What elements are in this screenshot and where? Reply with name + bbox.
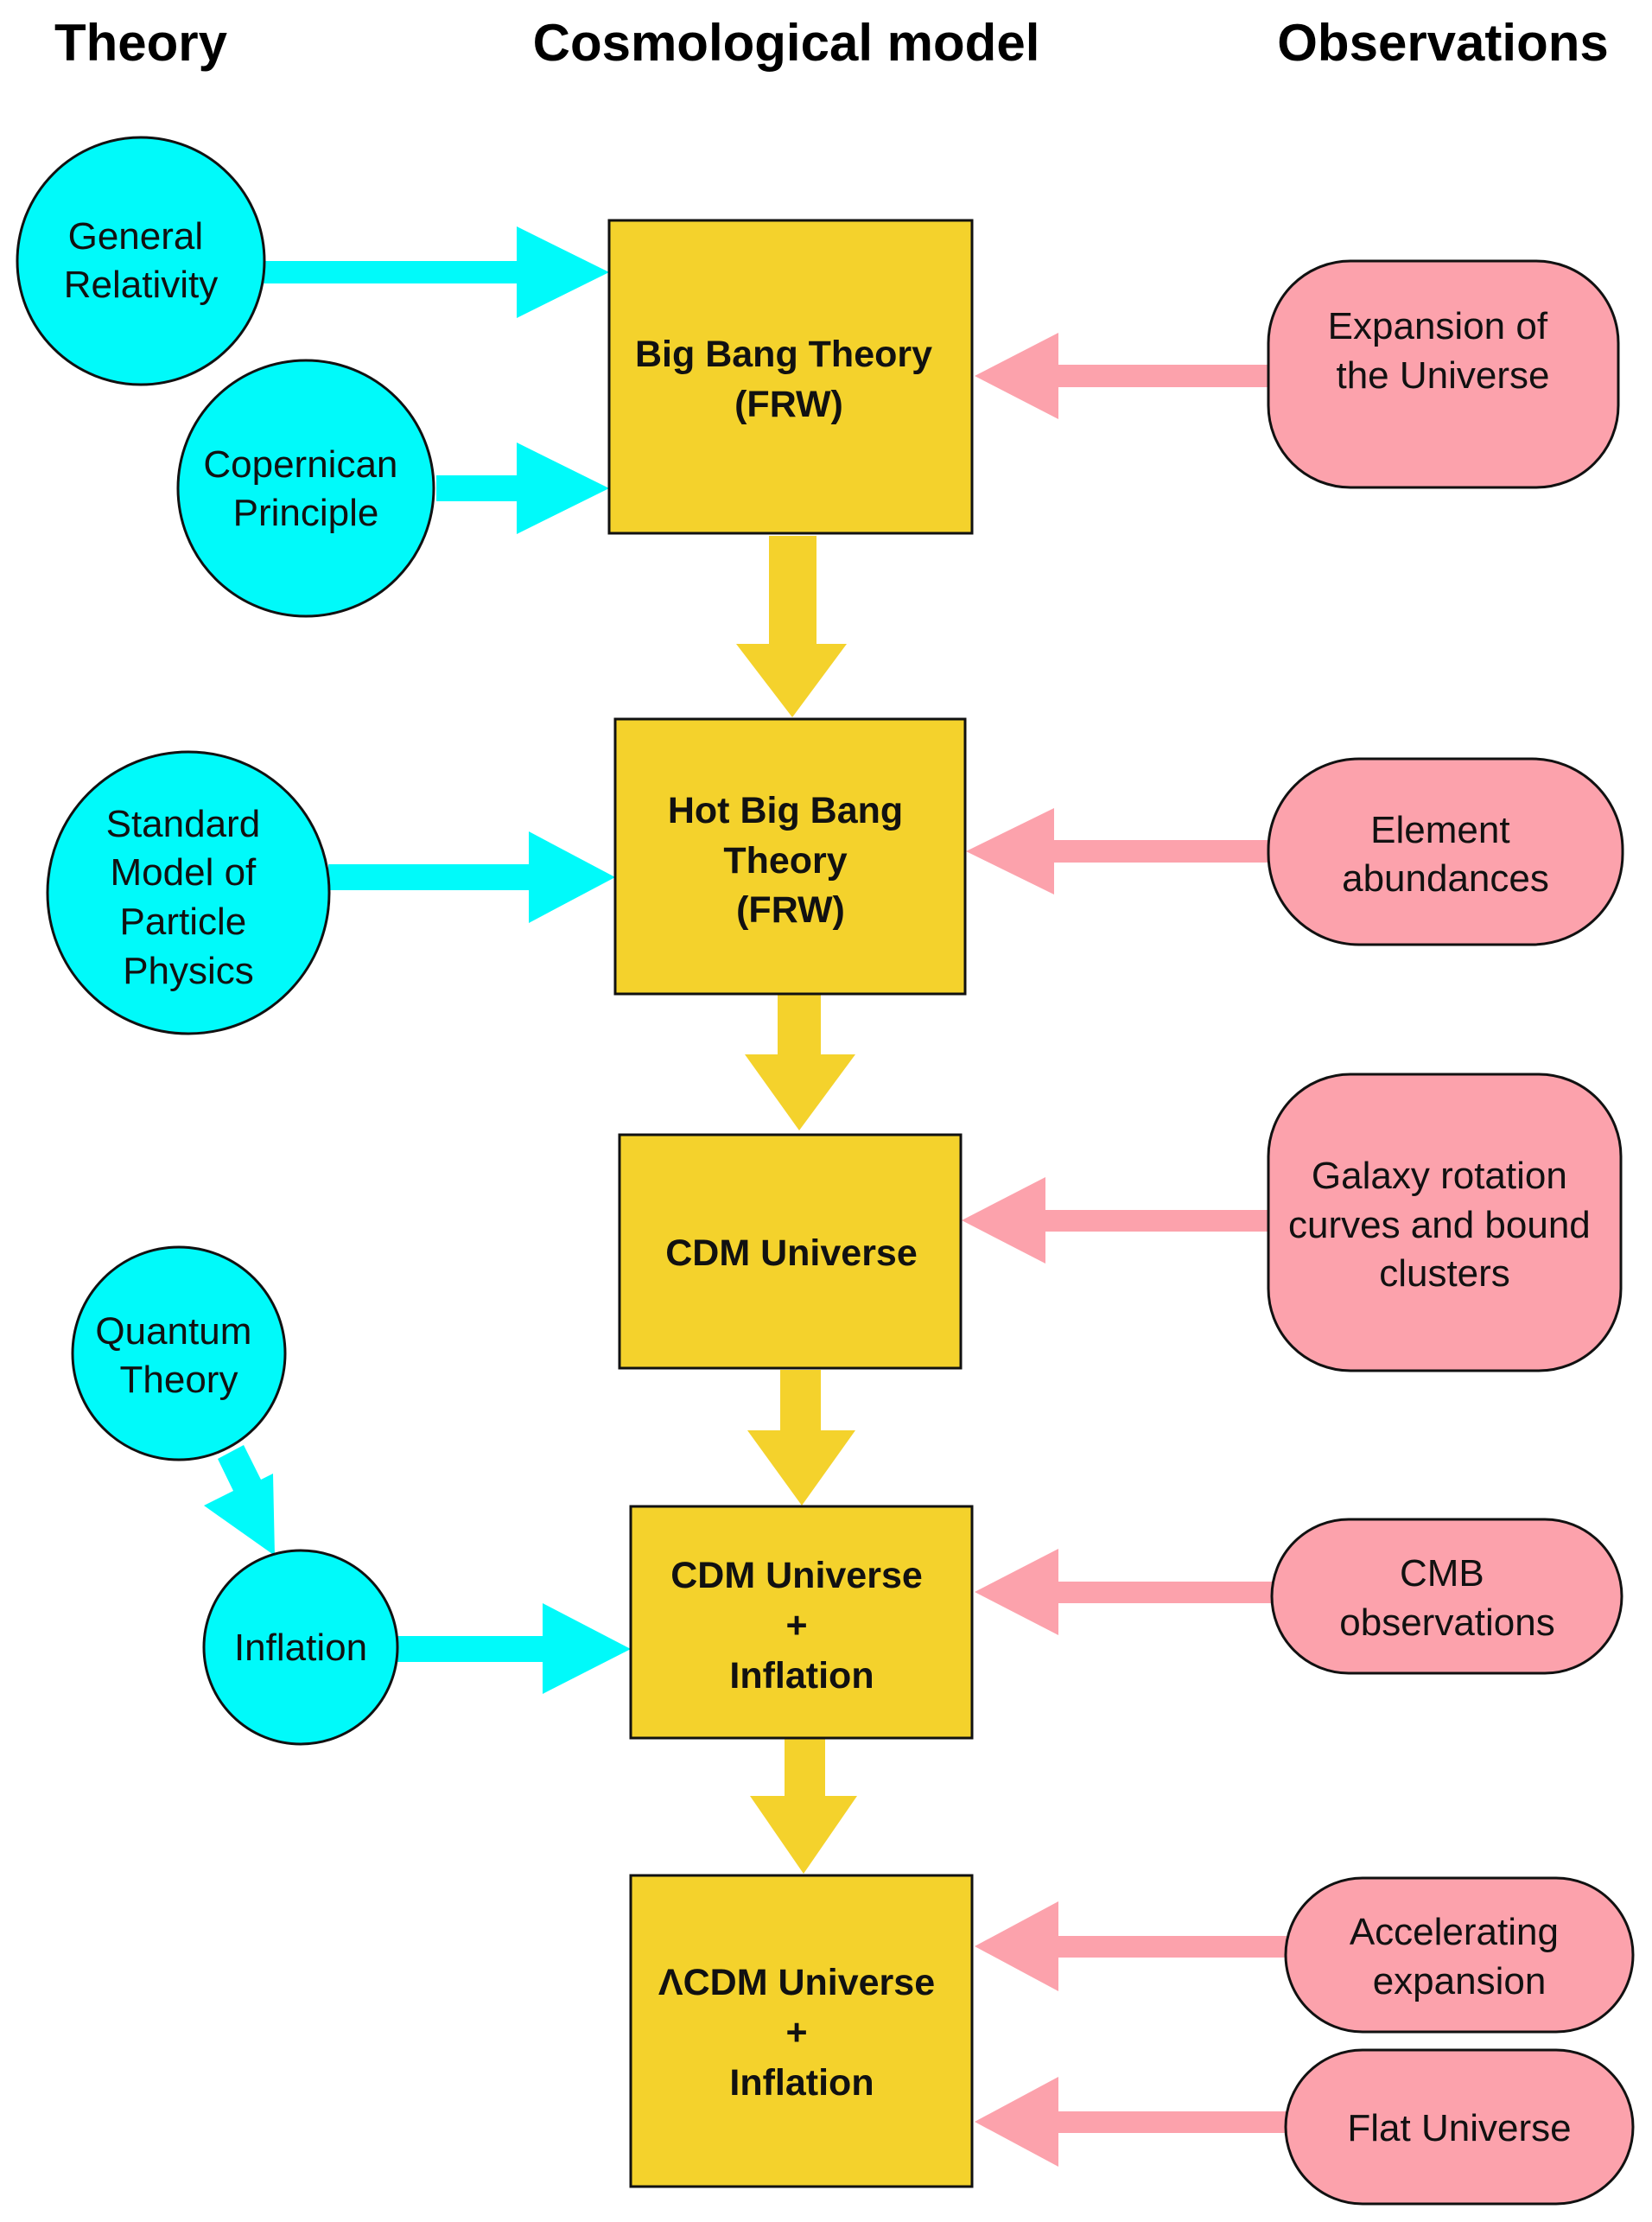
accelerating-line-2: expansion <box>1373 1960 1547 2002</box>
lcdm-inflation-line-1: ΛCDM Universe <box>658 1962 935 2003</box>
galaxy-box <box>1267 1073 1623 1372</box>
model-nodes: Big Bang Theory (FRW) Hot Big Bang Theor… <box>607 219 974 2188</box>
lcdm-inflation-label: ΛCDM Universe + Inflation <box>658 1962 945 2104</box>
general-relativity-line-1: General <box>68 215 204 258</box>
general-relativity-line-2: Relativity <box>64 264 219 306</box>
elements-box <box>1267 757 1624 946</box>
copernican-label: Copernican Principle <box>203 443 408 534</box>
header-observations: Observations <box>1277 14 1608 72</box>
arrow-cmb <box>975 1549 1277 1635</box>
model-arrows <box>736 536 857 1874</box>
arrow-quantum-to-inflation <box>204 1445 275 1556</box>
cdm-universe-label: CDM Universe <box>665 1232 918 1274</box>
header-theory: Theory <box>54 14 228 72</box>
galaxy-line-3: clusters <box>1379 1252 1510 1295</box>
arrow-inflation <box>397 1603 631 1694</box>
hot-big-bang-box <box>613 717 967 996</box>
arrow-copernican <box>436 442 609 534</box>
cmb-line-2: observations <box>1339 1601 1554 1644</box>
theory-arrows <box>204 226 631 1694</box>
lcdm-inflation-box <box>629 1874 974 2188</box>
arrow-flat <box>975 2077 1287 2167</box>
cdm-inflation-line-1: CDM Universe <box>670 1555 923 1596</box>
inflation-line-1: Inflation <box>234 1627 367 1669</box>
accelerating-line-1: Accelerating <box>1350 1911 1559 1953</box>
hot-big-bang-line-2: Theory <box>723 840 847 882</box>
cmb-box <box>1270 1518 1623 1675</box>
quantum-theory-label: Quantum Theory <box>95 1310 262 1401</box>
accelerating-box <box>1284 1876 1635 2034</box>
flat-universe-label: Flat Universe <box>1347 2107 1571 2149</box>
arrow-expansion <box>975 333 1274 419</box>
hot-big-bang-line-1: Hot Big Bang <box>668 790 903 831</box>
copernican-line-2: Principle <box>233 492 379 534</box>
standard-model-line-3: Particle <box>120 901 247 943</box>
general-relativity-circle <box>16 136 266 386</box>
cdm-inflation-label: CDM Universe + Inflation <box>670 1555 932 1697</box>
elements-line-1: Element <box>1370 809 1509 851</box>
flat-universe-line-1: Flat Universe <box>1347 2107 1571 2149</box>
cdm-inflation-line-3: Inflation <box>729 1655 874 1697</box>
arrow-elements <box>966 808 1274 895</box>
accelerating-label: Accelerating expansion <box>1350 1911 1569 2002</box>
inflation-label: Inflation <box>234 1627 367 1669</box>
big-bang-box <box>607 219 974 535</box>
galaxy-line-2: curves and bound <box>1288 1204 1591 1246</box>
arrow-accelerating <box>975 1901 1287 1991</box>
flat-universe-box <box>1284 2048 1635 2206</box>
copernican-line-1: Copernican <box>203 443 397 486</box>
big-bang-line-2: (FRW) <box>734 384 843 425</box>
big-bang-label: Big Bang Theory (FRW) <box>635 334 943 425</box>
lcdm-inflation-line-3: Inflation <box>729 2062 874 2104</box>
arrow-hot-to-cdm <box>745 994 855 1130</box>
arrow-cdm-to-cdminflation <box>747 1370 855 1506</box>
cdm-inflation-line-2: + <box>785 1605 807 1646</box>
arrow-bigbang-to-hot <box>736 536 847 717</box>
quantum-theory-line-2: Theory <box>120 1359 238 1401</box>
observation-arrows <box>962 333 1287 2167</box>
cdm-inflation-box <box>629 1505 974 1740</box>
big-bang-line-1: Big Bang Theory <box>635 334 932 375</box>
cmb-line-1: CMB <box>1400 1552 1484 1595</box>
standard-model-line-1: Standard <box>106 803 261 845</box>
arrow-cdminflation-to-lcdm <box>750 1737 857 1874</box>
quantum-theory-circle <box>71 1245 287 1461</box>
standard-model-circle <box>46 750 331 1035</box>
expansion-box <box>1267 259 1620 489</box>
header-cosmological-model: Cosmological model <box>533 14 1040 72</box>
arrow-general-relativity <box>259 226 609 318</box>
lcdm-inflation-line-2: + <box>785 2012 807 2053</box>
cdm-universe-line-1: CDM Universe <box>665 1232 918 1274</box>
expansion-line-2: the Universe <box>1336 354 1549 397</box>
galaxy-line-1: Galaxy rotation <box>1312 1155 1567 1197</box>
quantum-theory-line-1: Quantum <box>95 1310 251 1353</box>
arrow-standard-model <box>328 831 615 923</box>
elements-label: Element abundances <box>1342 809 1549 900</box>
arrow-galaxy <box>962 1177 1274 1264</box>
hot-big-bang-label: Hot Big Bang Theory (FRW) <box>668 790 913 931</box>
observation-nodes: Expansion of the Universe Element abunda… <box>1267 259 1635 2206</box>
cmb-label: CMB observations <box>1339 1552 1554 1644</box>
theory-nodes: General Relativity Copernican Principle … <box>16 136 435 1746</box>
expansion-label: Expansion of the Universe <box>1328 305 1559 397</box>
hot-big-bang-line-3: (FRW) <box>736 889 845 931</box>
standard-model-line-2: Model of <box>111 851 257 894</box>
cdm-universe-box <box>618 1133 963 1370</box>
copernican-circle <box>176 359 435 618</box>
expansion-line-1: Expansion of <box>1328 305 1548 347</box>
galaxy-label: Galaxy rotation curves and bound cluster… <box>1288 1155 1601 1295</box>
inflation-circle <box>202 1549 399 1746</box>
elements-line-2: abundances <box>1342 857 1549 900</box>
standard-model-line-4: Physics <box>123 950 254 992</box>
standard-model-label: Standard Model of Particle Physics <box>106 803 271 992</box>
general-relativity-label: General Relativity <box>64 215 219 306</box>
